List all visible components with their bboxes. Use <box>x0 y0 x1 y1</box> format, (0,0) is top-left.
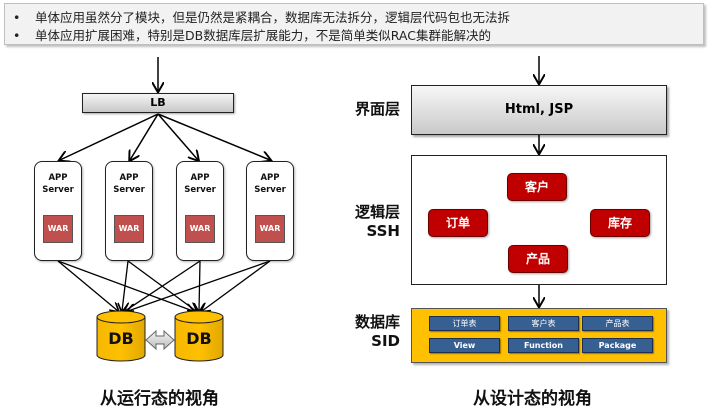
lb-to-server-arrows <box>60 113 270 160</box>
ui-layer: Html, JSP <box>411 85 667 135</box>
note-item: • 单体应用虽然分了模块，但是仍然是紧耦合，数据库无法拆分，逻辑层代码包也无法拆 <box>13 7 510 26</box>
note-text: 单体应用虽然分了模块，但是仍然是紧耦合，数据库无法拆分，逻辑层代码包也无法拆 <box>35 10 511 25</box>
module-customer: 客户 <box>507 173 567 201</box>
war-package: WAR <box>255 215 285 243</box>
module-inventory: 库存 <box>590 209 650 237</box>
design-view-title: 从设计态的视角 <box>473 389 592 409</box>
db-object: 客户表 <box>508 316 579 331</box>
db-object: View <box>429 338 500 353</box>
notes-box: •单体应用虽然分了模块，但是仍然是紧耦合，数据库无法拆分，逻辑层代码包也无法拆 … <box>4 3 704 45</box>
bullet: • <box>13 28 21 43</box>
module-product: 产品 <box>508 245 568 273</box>
note-item: • 单体应用扩展困难，特别是DB数据库层扩展能力，不是简单类似RAC集群能解决的 <box>13 25 491 44</box>
db-label: DB <box>108 329 134 348</box>
db-object: Package <box>582 338 653 353</box>
db-cylinder <box>174 310 224 362</box>
ui-layer-label: 界面层 <box>354 100 400 118</box>
data-layer: 订单表 客户表 产品表 View Function Package <box>411 308 667 363</box>
load-balancer: LB <box>82 93 234 113</box>
note-text: 单体应用扩展困难，特别是DB数据库层扩展能力，不是简单类似RAC集群能解决的 <box>35 28 491 43</box>
runtime-view-title: 从运行态的视角 <box>100 389 219 409</box>
module-order: 订单 <box>428 209 488 237</box>
war-package: WAR <box>114 215 144 243</box>
server-to-db-arrows <box>57 260 271 311</box>
db-cylinder <box>96 310 146 362</box>
db-object: 订单表 <box>429 316 500 331</box>
bullet: • <box>13 10 21 25</box>
db-object: Function <box>508 338 579 353</box>
war-package: WAR <box>43 215 73 243</box>
db-label: DB <box>186 329 212 348</box>
db-object: 产品表 <box>582 316 653 331</box>
war-package: WAR <box>185 215 215 243</box>
db-sync-arrow-icon <box>145 329 175 351</box>
